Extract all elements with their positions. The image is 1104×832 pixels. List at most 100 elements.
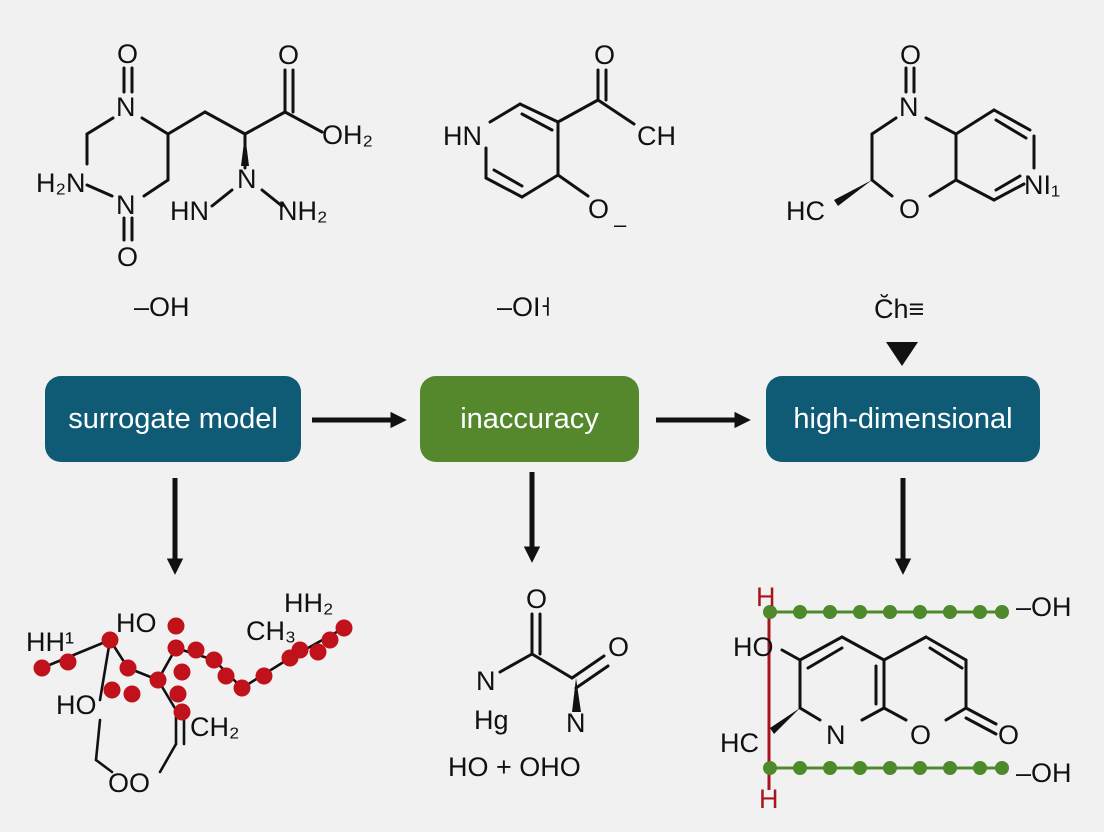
small-down-arrowhead <box>886 342 918 366</box>
red-atoms <box>33 617 353 721</box>
atom-label: O <box>588 194 609 224</box>
atom-label: HH₂ <box>284 588 333 618</box>
labels-top-left: O N H₂N N O O OH₂ N HN NH₂ –OH <box>36 39 373 322</box>
red-atom-dot <box>233 679 251 697</box>
red-atom-dot <box>169 685 187 703</box>
group-label: –OH <box>1016 592 1072 622</box>
green-bead <box>913 605 927 619</box>
atom-label: O <box>594 40 615 70</box>
green-bead <box>883 761 897 775</box>
atom-label: Hg <box>474 705 509 735</box>
green-beads <box>763 605 1009 775</box>
red-atom-dot <box>291 641 309 659</box>
red-atom-dot <box>205 651 223 669</box>
group-label: –OH <box>134 292 190 322</box>
atom-label: N <box>899 92 919 122</box>
labels-bottom-right: H H HO HC N O O –OH –OH <box>720 582 1072 814</box>
atom-label: HH¹ <box>26 627 74 657</box>
molecule-bottom-right <box>780 635 998 736</box>
labels-bottom-middle: O N O Hg N HO + OHO <box>448 584 629 782</box>
molecule-top-middle <box>484 68 636 199</box>
box-surrogate-model: surrogate model <box>45 376 301 462</box>
atom-label: HO <box>733 632 774 662</box>
group-label: C̆h≡ <box>874 294 924 324</box>
atom-label: O <box>117 242 138 272</box>
green-bead <box>973 761 987 775</box>
box-label: surrogate model <box>68 402 278 435</box>
atom-label: NI₁ <box>1024 170 1060 200</box>
atom-label: CH <box>637 121 676 151</box>
red-atom-dot <box>335 619 353 637</box>
atom-label: O <box>117 39 138 69</box>
atom-label: N <box>116 190 136 220</box>
red-atom-dot <box>173 703 191 721</box>
green-bead <box>913 761 927 775</box>
atom-label: HN <box>170 196 209 226</box>
charge-label: – <box>614 212 627 237</box>
red-atom-dot <box>167 617 185 635</box>
red-atom-dot <box>217 667 235 685</box>
labels-bottom-left: HH¹ HO HH₂ CH₃ HO CH₂ OO <box>26 588 333 798</box>
atom-label: H₂N <box>36 168 85 198</box>
box-inaccuracy: inaccuracy <box>420 376 639 462</box>
atom-label: HN <box>443 121 482 151</box>
green-bead <box>853 605 867 619</box>
green-bead <box>995 605 1009 619</box>
green-bead <box>853 761 867 775</box>
atom-label: N <box>116 92 136 122</box>
green-bead <box>823 605 837 619</box>
box-label: high-dimensional <box>793 402 1013 435</box>
atom-label-red: H <box>756 582 776 612</box>
atom-label: N <box>476 666 496 696</box>
atom-label: O <box>608 632 629 662</box>
wedge-bond <box>834 180 872 206</box>
wedge-bond <box>241 134 249 166</box>
equation-label: HO + OHO <box>448 752 581 782</box>
red-atom-dot <box>149 671 167 689</box>
molecule-top-left <box>85 66 324 242</box>
atom-label: O <box>900 40 921 70</box>
green-bead <box>823 761 837 775</box>
atom-label: CH₂ <box>190 712 239 742</box>
green-bead <box>943 605 957 619</box>
green-bead <box>763 761 777 775</box>
atom-label: OH₂ <box>322 120 373 150</box>
red-atom-dot <box>187 641 205 659</box>
molecule-bottom-middle <box>498 612 610 690</box>
atom-label: O <box>910 720 931 750</box>
atom-label: OO <box>108 768 150 798</box>
atom-label: HO <box>116 608 157 638</box>
atom-label: N <box>826 720 846 750</box>
red-atom-dot <box>101 631 119 649</box>
labels-top-middle: O HN CH O – –OI˧ <box>443 40 676 322</box>
atom-label: HC <box>720 728 759 758</box>
atom-label: O <box>526 584 547 614</box>
red-atom-dot <box>59 653 77 671</box>
red-atom-dot <box>255 667 273 685</box>
green-bead <box>793 605 807 619</box>
atom-label: N <box>566 708 586 738</box>
red-atom-dot <box>167 639 185 657</box>
red-atom-dot <box>309 643 327 661</box>
wedge-bond <box>770 708 800 734</box>
green-bead <box>973 605 987 619</box>
atom-label: HO <box>56 690 97 720</box>
green-bead <box>763 605 777 619</box>
labels-top-right: O N NI₁ HC O C̆h≡ <box>786 40 1060 324</box>
red-atom-dot <box>119 659 137 677</box>
atom-label: O <box>998 720 1019 750</box>
atom-label: HC <box>786 196 825 226</box>
red-atom-dot <box>123 685 141 703</box>
box-label: inaccuracy <box>460 402 599 435</box>
red-atom-dot <box>103 681 121 699</box>
group-label: –OI˧ <box>497 292 551 322</box>
group-label: –OH <box>1016 758 1072 788</box>
atom-label: NH₂ <box>278 196 327 226</box>
atom-label-red: H <box>759 784 779 814</box>
green-bead <box>793 761 807 775</box>
atom-label: O <box>899 194 920 224</box>
red-atom-dot <box>321 631 339 649</box>
molecule-top-right <box>870 66 1036 202</box>
